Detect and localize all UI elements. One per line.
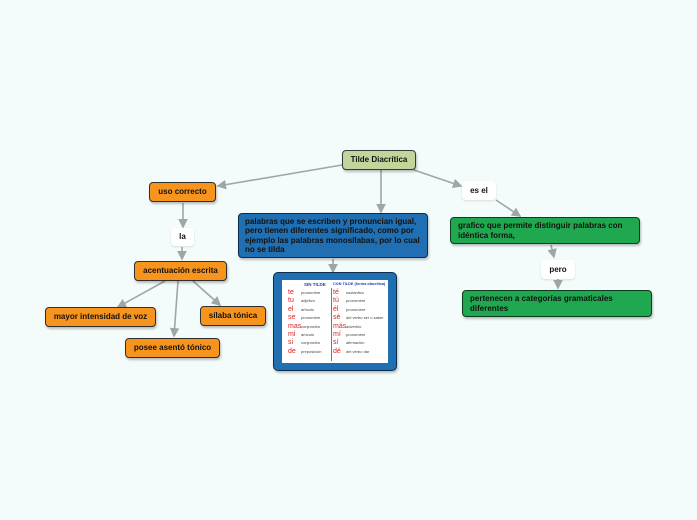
table-word: él xyxy=(333,305,339,313)
table-row-right: té sustantivo xyxy=(333,289,387,297)
connector-label-pero[interactable]: pero xyxy=(541,260,575,279)
table-word: de xyxy=(288,347,296,355)
table-meaning: preposición xyxy=(301,348,322,354)
table-meaning: pronombre xyxy=(346,331,366,337)
table-word: se xyxy=(288,314,296,322)
node-uso-correcto[interactable]: uso correcto xyxy=(149,182,216,202)
acentuacion-label: acentuación escrita xyxy=(143,266,218,276)
mayor-label: mayor intensidad de voz xyxy=(53,312,148,322)
table-col-sin-tilde: SIN TILDE te pronombre tu adjetivo el artícul… xyxy=(288,280,330,356)
table-meaning: adverbio xyxy=(346,323,362,329)
table-row-left: tu adjetivo xyxy=(288,297,330,305)
table-word: té xyxy=(333,289,339,296)
table-row-right: sí afirmación xyxy=(333,339,387,347)
table-meaning: pronombre xyxy=(346,298,366,304)
table-row-right: sé del verbo ser o saber xyxy=(333,314,387,322)
node-acentuacion-escrita[interactable]: acentuación escrita xyxy=(134,261,227,281)
table-word: el xyxy=(288,305,294,313)
table-meaning: conjunción xyxy=(301,323,321,329)
table-row-left: masconjunción xyxy=(288,323,330,331)
table-word: mas xyxy=(288,322,302,330)
table-header-right: CON TILDE (forma diacrítica) xyxy=(333,282,386,286)
table-header-left: SIN TILDE xyxy=(304,282,326,287)
link-root-esel xyxy=(413,169,463,188)
table-word: mi xyxy=(288,330,296,338)
image-node-tabla-diacritica[interactable]: SIN TILDE te pronombre tu adjetivo el artícul… xyxy=(273,272,397,371)
node-silaba-tonica[interactable]: sílaba tónica xyxy=(200,306,266,326)
table-meaning: artículo xyxy=(301,331,315,337)
table-meaning: pronombre xyxy=(301,290,321,295)
table-meaning: sustantivo xyxy=(346,290,365,295)
uso-correcto-label: uso correcto xyxy=(158,187,207,197)
table-meaning: del verbo ser o saber xyxy=(346,315,384,321)
node-definicion-palabras[interactable]: palabras que se escriben y pronuncian ig… xyxy=(238,213,428,258)
table-row-left: si conjunción xyxy=(288,339,330,347)
es-el-label: es el xyxy=(470,185,488,195)
la-label: la xyxy=(179,232,186,242)
table-word: más xyxy=(333,322,347,330)
node-pertenecen-categorias[interactable]: pertenecen a categorías gramaticales dif… xyxy=(462,290,652,317)
table-word: tu xyxy=(288,297,294,305)
node-mayor-intensidad[interactable]: mayor intensidad de voz xyxy=(45,307,156,327)
table-row-left: de preposición xyxy=(288,348,330,356)
table-word: tú xyxy=(333,297,339,305)
table-row-right: dé del verbo dar xyxy=(333,348,387,356)
node-grafico-distinguir[interactable]: grafico que permite distinguir palabras … xyxy=(450,217,640,244)
table-meaning: conjunción xyxy=(301,340,321,346)
table-meaning: pronombre xyxy=(346,306,366,312)
pertenecen-text: pertenecen a categorías gramaticales dif… xyxy=(470,294,613,313)
root-node-tilde-diacritica[interactable]: Tilde Diacrítica xyxy=(342,150,416,170)
pero-label: pero xyxy=(549,264,567,274)
table-row-left: te pronombre xyxy=(288,289,330,297)
posee-label: posee asentó tónico xyxy=(133,343,212,353)
table-word: si xyxy=(288,339,294,347)
silaba-label: sílaba tónica xyxy=(208,311,258,321)
table-row-left: el artículo xyxy=(288,306,330,314)
link-grafico-pero xyxy=(547,244,557,259)
node-posee-asento[interactable]: posee asentó tónico xyxy=(125,338,220,358)
table-row-right: mí pronombre xyxy=(333,331,387,339)
definicion-text: palabras que se escriben y pronuncian ig… xyxy=(245,217,420,254)
table-row-left: mi artículo xyxy=(288,331,330,339)
link-acentuacion-posee xyxy=(169,280,180,338)
table-word: sé xyxy=(333,314,341,322)
table-col-con-tilde: CON TILDE (forma diacrítica) té sustantiv… xyxy=(333,280,387,356)
table-row-right: másadverbio xyxy=(333,323,387,331)
table-meaning: pronombre xyxy=(301,315,321,321)
table-word: sí xyxy=(333,339,339,347)
link-root-uso xyxy=(216,164,343,190)
link-acentuacion-mayor xyxy=(116,280,166,308)
table-row-right: tú pronombre xyxy=(333,297,387,305)
table-word: mí xyxy=(333,330,341,338)
table-row-left: se pronombre xyxy=(288,314,330,322)
table-divider xyxy=(331,288,332,361)
table-meaning: afirmación xyxy=(346,340,365,346)
table-row-right: él pronombre xyxy=(333,306,387,314)
table-meaning: adjetivo xyxy=(301,298,315,304)
table-meaning: del verbo dar xyxy=(346,348,370,354)
link-acentuacion-silaba xyxy=(192,280,222,307)
root-label: Tilde Diacrítica xyxy=(350,155,408,165)
table-word: te xyxy=(288,289,294,296)
tabla-diacritica-image: SIN TILDE te pronombre tu adjetivo el artícul… xyxy=(282,280,388,363)
table-word: dé xyxy=(333,347,341,355)
table-meaning: artículo xyxy=(301,306,315,312)
link-esel-grafico xyxy=(495,199,522,217)
connector-label-la[interactable]: la xyxy=(171,228,194,246)
grafico-text: grafico que permite distinguir palabras … xyxy=(458,221,623,240)
connector-label-es-el[interactable]: es el xyxy=(462,181,496,200)
